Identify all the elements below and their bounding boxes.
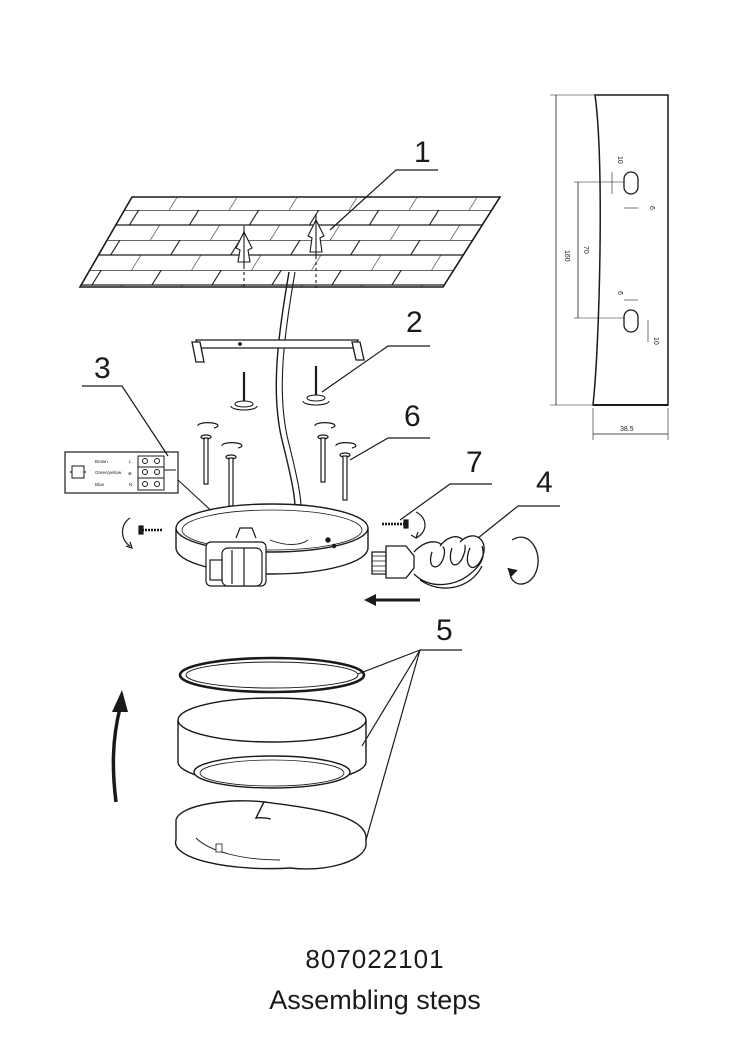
mounting-screw-right [302,366,330,406]
dimension-drawing: 160 70 10 6 6 10 38.5 [550,94,669,440]
leader-5 [357,649,462,841]
part-number: 807022101 [305,944,445,974]
dim-slot-top-length: 10 [616,156,623,164]
long-screw-1 [197,422,219,485]
callout-1: 1 [414,136,431,169]
rotate-arrow-bulb [507,536,539,585]
dim-slot-bottom-length: 10 [652,337,659,345]
callout-3: 3 [94,352,111,385]
mounting-screw-left [230,372,258,411]
wall-plug-left [235,226,253,288]
luminaire-base [175,503,369,575]
cfl-bulb [371,535,485,589]
wall-plug-right [307,214,325,288]
leader-7 [399,483,492,521]
dim-slot-top-width: 6 [648,206,655,210]
leader-2 [321,345,430,393]
callout-7: 7 [466,446,483,479]
dim-overall-length: 160 [563,250,570,262]
long-screw-3 [314,422,336,483]
wire-brown-label: Brown [95,459,108,464]
leader-1 [329,169,438,231]
side-screw-left [121,517,162,549]
mounting-bracket [191,339,365,363]
diffuser-bottom-cover [174,800,367,870]
callout-4: 4 [536,466,553,499]
callout-2: 2 [406,306,423,339]
callout-5: 5 [436,614,453,647]
ceiling-brick-wall [78,196,502,288]
leader-4 [477,505,560,539]
terminal-mark-l: L [129,459,132,464]
diffuser-cylinder [177,697,367,789]
insert-arrow [364,594,420,606]
wire-blue-label: Blue [95,482,105,487]
terminal-mark-earth: ⊕ [128,471,132,476]
long-screw-4 [335,442,357,501]
leader-6 [349,437,430,461]
dim-height: 38.5 [620,426,634,433]
page-caption: Assembling steps [269,985,481,1015]
diffuser-gasket-ring [178,656,366,694]
terminal-mark-n: N [129,482,132,487]
lamp-socket [205,527,267,587]
callout-6: 6 [404,400,421,433]
long-screw-2 [221,442,243,507]
long-screws [197,422,357,507]
dim-hole-spacing: 70 [582,246,589,254]
lift-arrow [111,690,128,803]
leader-3 [82,385,169,457]
supply-cable [275,271,296,515]
side-screw-right [382,511,426,539]
dim-slot-bottom-width: 6 [616,291,623,295]
terminal-connector [137,455,176,491]
terminal-block-inset: Brown Green/yellow Blue L ⊕ N [64,451,179,494]
wire-green-yellow-label: Green/yellow [95,470,122,475]
